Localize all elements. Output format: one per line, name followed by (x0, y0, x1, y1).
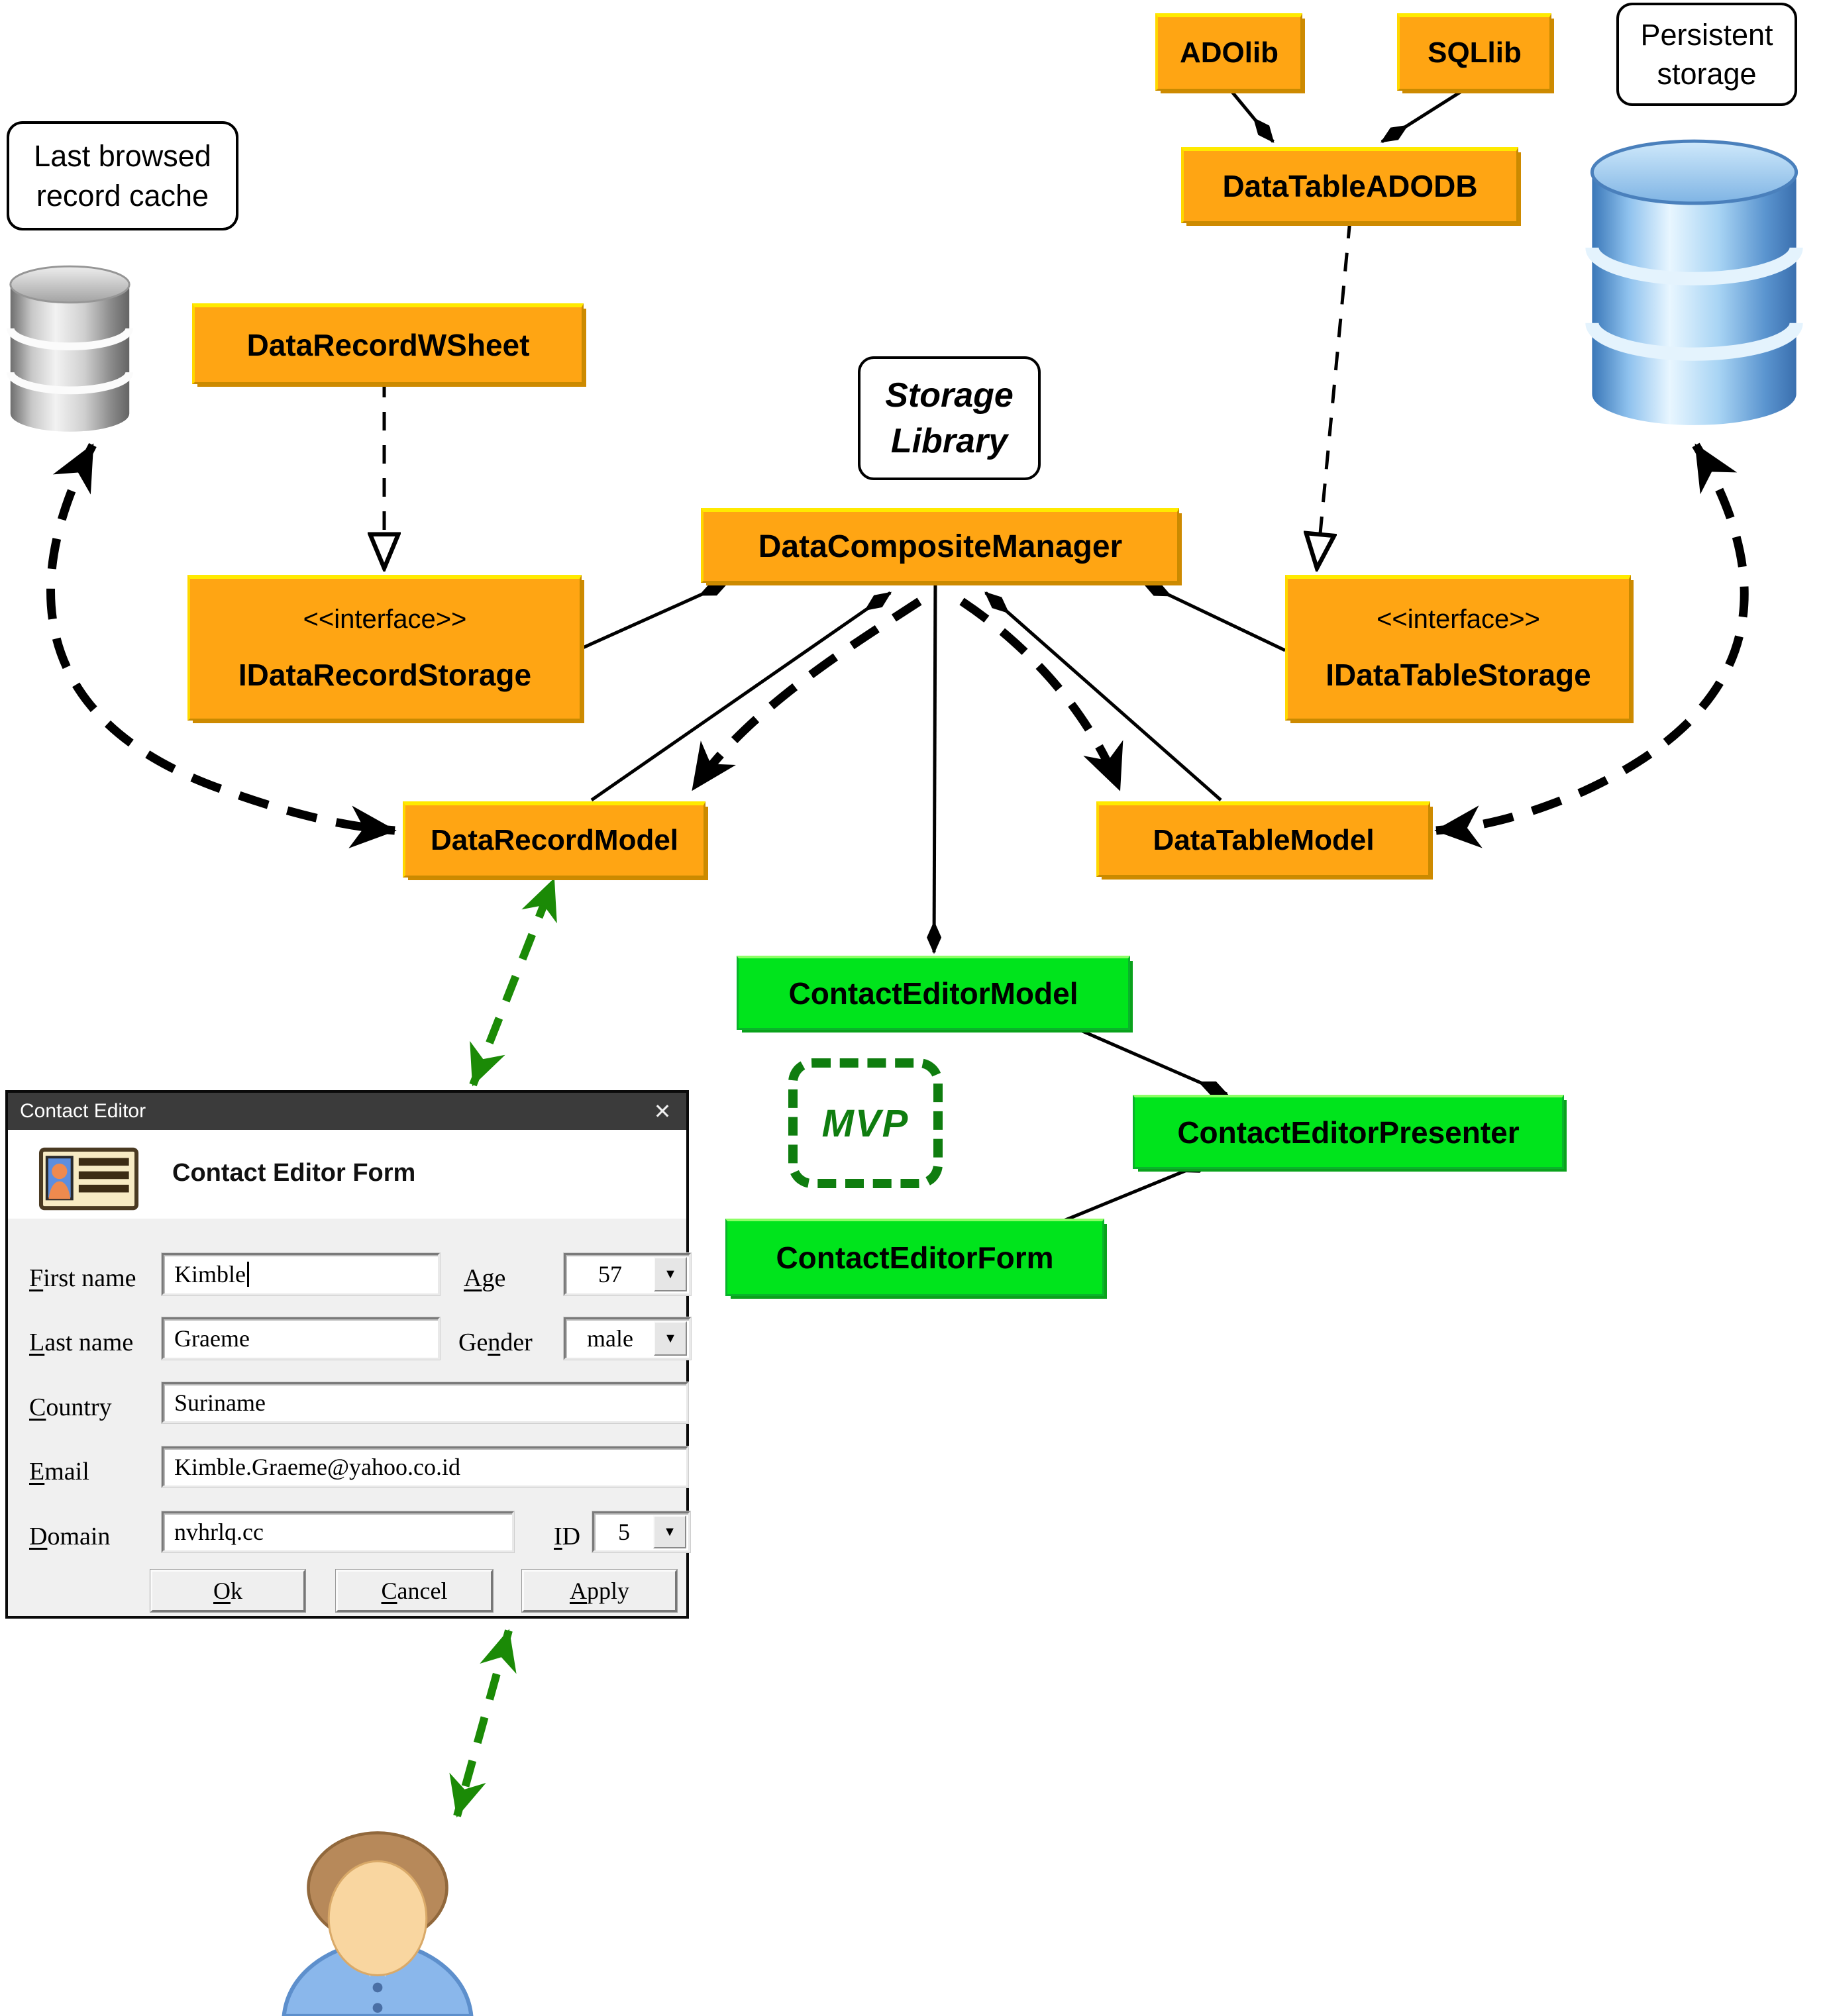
node-idatarecord-storage: <<interface>> IDataRecordStorage (187, 575, 582, 721)
contact-editor-window: Contact Editor ✕ Contact Editor Form Fir… (5, 1090, 691, 1619)
dropdown-value: 5 (618, 1519, 630, 1545)
country-label: Country (29, 1393, 112, 1421)
node-label: ContactEditorPresenter (1177, 1115, 1520, 1150)
record-cache-database-icon (5, 264, 134, 434)
country-field[interactable]: Suriname (162, 1382, 688, 1423)
node-label: DataRecordWSheet (246, 327, 530, 362)
last-browsed-cache-label: Last browsed record cache (7, 121, 238, 230)
label-line: storage (1657, 57, 1757, 91)
node-label: ContactEditorForm (776, 1240, 1054, 1275)
dropdown-arrow-icon[interactable]: ▼ (654, 1257, 687, 1291)
email-field[interactable]: Kimble.Graeme@yahoo.co.id (162, 1446, 688, 1487)
node-adolib: ADOlib (1155, 13, 1302, 91)
window-title: Contact Editor (20, 1100, 146, 1122)
node-label: DataRecordModel (430, 824, 679, 856)
node-contact-editor-form: ContactEditorForm (725, 1219, 1104, 1296)
node-label: IDataTableStorage (1326, 658, 1591, 692)
node-label: ADOlib (1179, 36, 1279, 69)
cancel-button[interactable]: Cancel (336, 1570, 493, 1612)
gender-label: Gender (458, 1329, 533, 1356)
apply-button[interactable]: Apply (522, 1570, 677, 1612)
field-value: Kimble.Graeme@yahoo.co.id (174, 1454, 461, 1480)
node-datatable-adodb: DataTableADODB (1181, 147, 1518, 223)
field-value: nvhrlq.cc (174, 1519, 264, 1545)
form-heading: Contact Editor Form (172, 1159, 416, 1187)
mvp-logo: MVP (788, 1058, 943, 1188)
window-titlebar[interactable]: Contact Editor ✕ (8, 1093, 686, 1130)
id-dropdown[interactable]: 5 ▼ (592, 1511, 690, 1552)
mvp-text: MVP (821, 1101, 910, 1145)
interface-stereotype: <<interface>> (1377, 605, 1540, 634)
dropdown-value: 57 (598, 1261, 622, 1287)
field-value: Suriname (174, 1389, 266, 1416)
email-label: Email (29, 1458, 89, 1486)
field-value: Kimble (174, 1261, 246, 1287)
label-line: Persistent (1640, 17, 1773, 52)
interface-stereotype: <<interface>> (303, 605, 467, 634)
close-icon[interactable]: ✕ (653, 1099, 672, 1123)
text-cursor (246, 1262, 249, 1287)
node-label: SQLlib (1428, 36, 1522, 69)
node-sqllib: SQLlib (1397, 13, 1551, 91)
first-name-label: First name (29, 1264, 136, 1292)
form-header: Contact Editor Form (8, 1130, 686, 1219)
domain-field[interactable]: nvhrlq.cc (162, 1511, 514, 1552)
node-contact-editor-model: ContactEditorModel (737, 956, 1130, 1030)
node-idatatable-storage: <<interface>> IDataTableStorage (1285, 575, 1631, 721)
storage-library-label: Storage Library (858, 356, 1041, 480)
user-icon (255, 1823, 500, 2016)
node-contact-editor-presenter: ContactEditorPresenter (1133, 1095, 1564, 1169)
last-name-label: Last name (29, 1329, 134, 1356)
node-datarecord-wsheet: DataRecordWSheet (192, 303, 584, 384)
contact-card-icon (38, 1147, 139, 1211)
node-label: ContactEditorModel (788, 976, 1078, 1011)
age-dropdown[interactable]: 57 ▼ (564, 1253, 691, 1295)
gender-dropdown[interactable]: male ▼ (564, 1317, 691, 1360)
label-line: Last browsed (34, 139, 211, 174)
node-label: IDataRecordStorage (238, 658, 532, 692)
dropdown-arrow-icon[interactable]: ▼ (654, 1321, 687, 1356)
age-label: Age (464, 1264, 506, 1292)
label-line: Storage (885, 376, 1014, 415)
last-name-field[interactable]: Graeme (162, 1317, 440, 1360)
persistent-storage-label: Persistent storage (1616, 3, 1797, 106)
dropdown-value: male (587, 1325, 633, 1352)
node-label: DataCompositeManager (758, 529, 1123, 564)
first-name-field[interactable]: Kimble (162, 1253, 440, 1295)
node-label: DataTableModel (1153, 823, 1375, 856)
dropdown-arrow-icon[interactable]: ▼ (653, 1515, 686, 1548)
persistent-storage-database-icon (1583, 136, 1805, 430)
node-data-composite-manager: DataCompositeManager (701, 508, 1179, 583)
ok-button[interactable]: Ok (150, 1570, 305, 1612)
id-label: ID (554, 1523, 581, 1550)
label-line: record cache (36, 178, 209, 213)
node-datarecord-model: DataRecordModel (403, 801, 705, 878)
field-value: Graeme (174, 1325, 250, 1352)
label-line: Library (890, 421, 1008, 460)
node-datatable-model: DataTableModel (1096, 801, 1430, 877)
node-label: DataTableADODB (1222, 169, 1478, 203)
domain-label: Domain (29, 1523, 111, 1550)
